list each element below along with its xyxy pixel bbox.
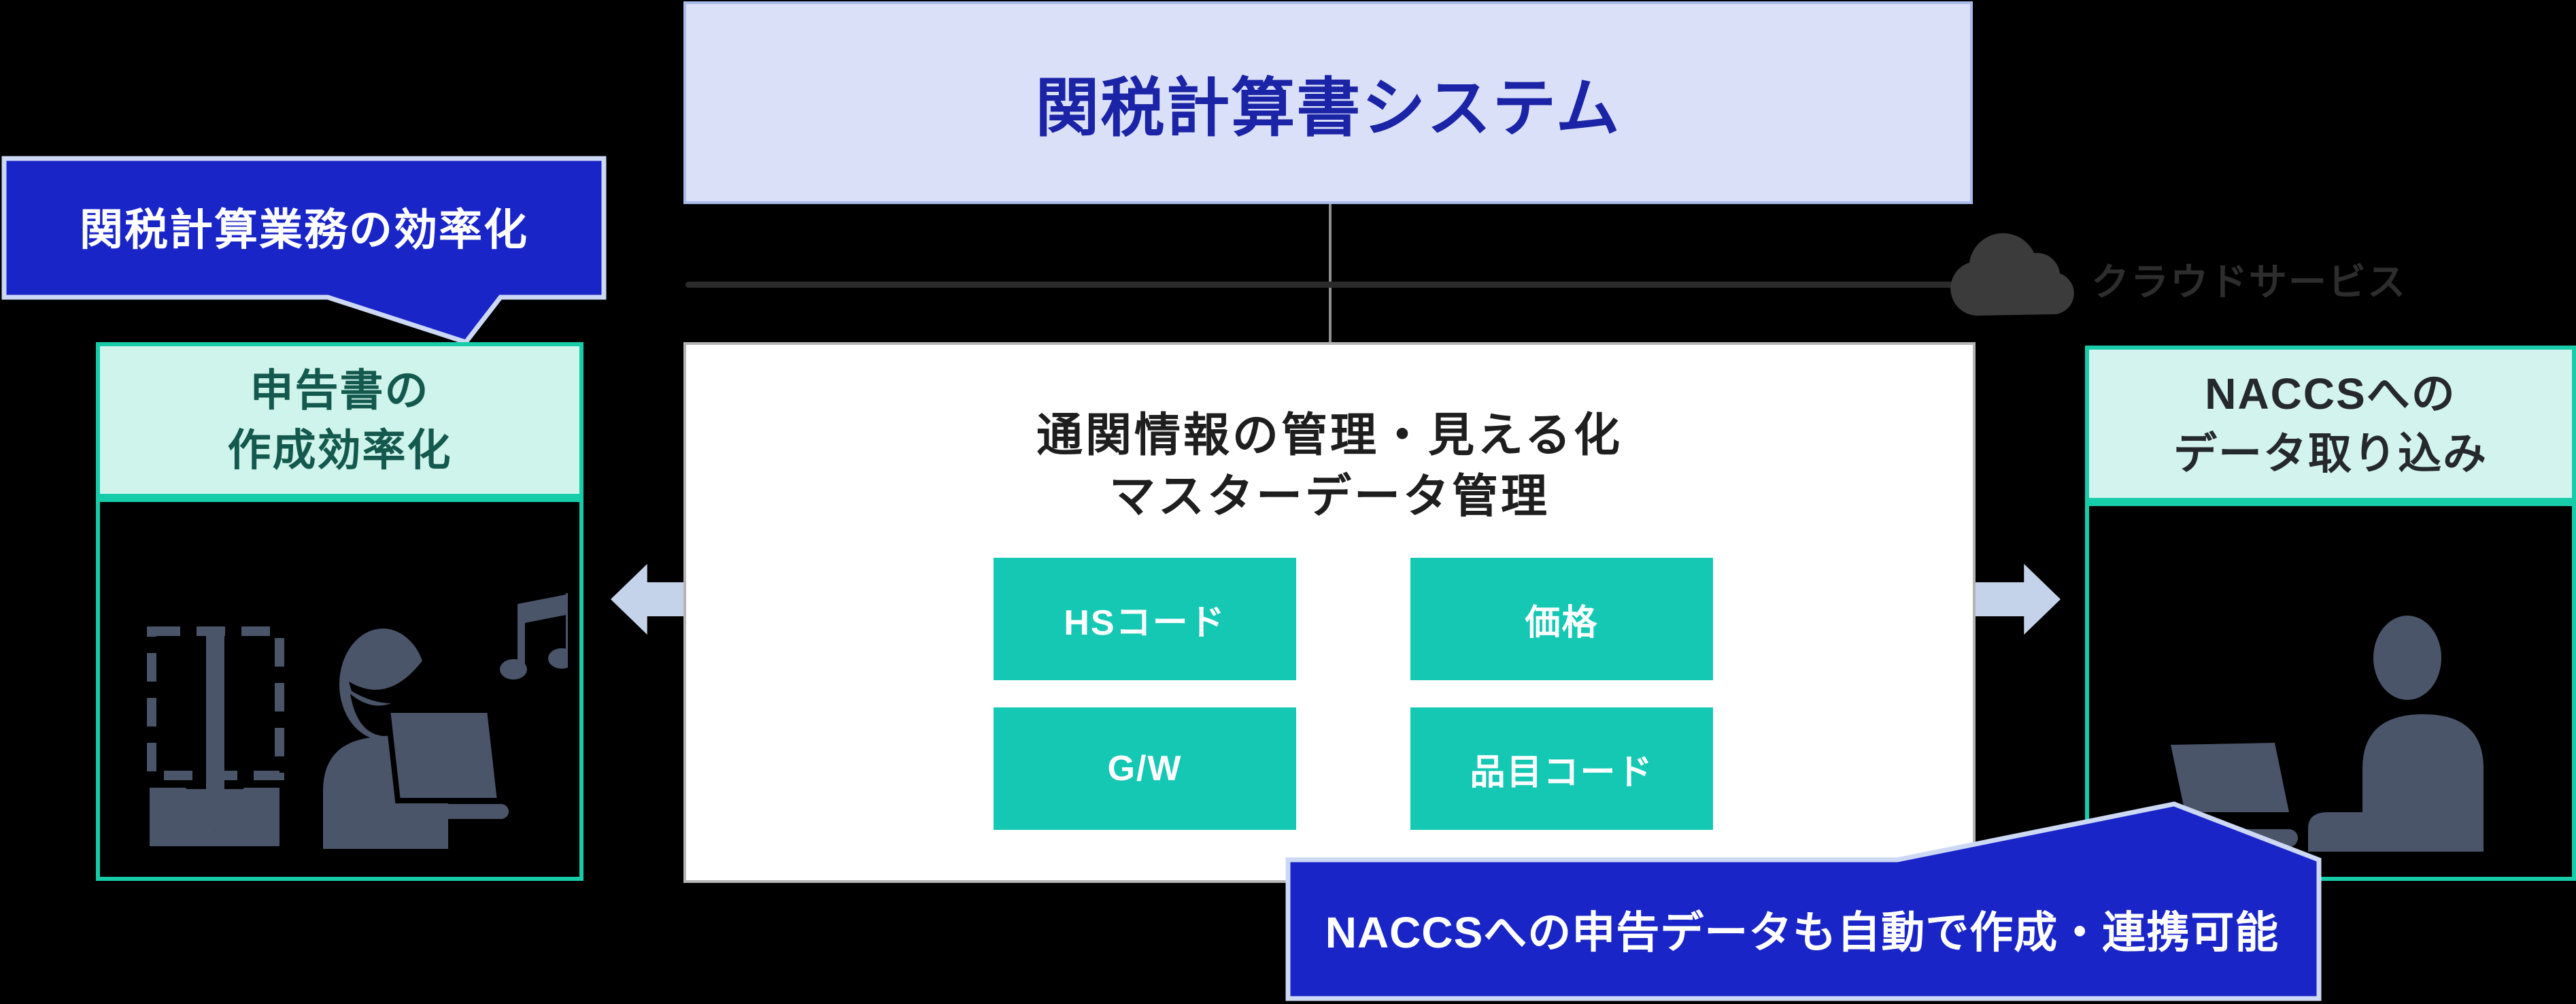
person-at-laptop-icon [2171,616,2484,852]
cloud-service-label: クラウドサービス [2091,261,2407,303]
center-heading-line2: マスターデータ管理 [1108,471,1550,522]
right-panel-header: NACCSへの データ取り込み [2085,346,2576,502]
system-title-box: 関税計算書システム [683,1,1973,204]
chip-hs-code: HSコード [994,558,1296,680]
left-panel-header: 申告書の 作成効率化 [96,342,583,498]
document-download-person-laptop-icon [147,593,568,849]
chip-item-code: 品目コード [1410,707,1713,830]
left-header-line1: 申告書の [250,365,430,415]
vertical-connector-line [1329,203,1332,344]
chip-price: 価格 [1410,558,1713,680]
center-heading-line1: 通関情報の管理・見える化 [1036,409,1623,461]
bottom-callout-label: NACCSへの申告データも自動で作成・連携可能 [1325,908,2280,957]
center-panel: 通関情報の管理・見える化 マスターデータ管理 HSコード 価格 G/W 品目コー… [683,342,1976,883]
bottom-callout-bubble [1285,801,2322,1001]
left-callout-bubble [1,156,607,346]
left-callout-label: 関税計算業務の効率化 [80,205,528,254]
right-header-line2: データ取り込み [2173,429,2488,478]
cloud-icon [1950,233,2074,316]
horizontal-connector-line [685,282,1963,288]
left-header-line2: 作成効率化 [227,425,452,475]
center-panel-heading: 通関情報の管理・見える化 マスターデータ管理 [686,405,1973,527]
chip-gross-weight: G/W [994,707,1296,830]
system-title: 関税計算書システム [1035,72,1621,144]
right-header-line1: NACCSへの [2205,369,2456,418]
